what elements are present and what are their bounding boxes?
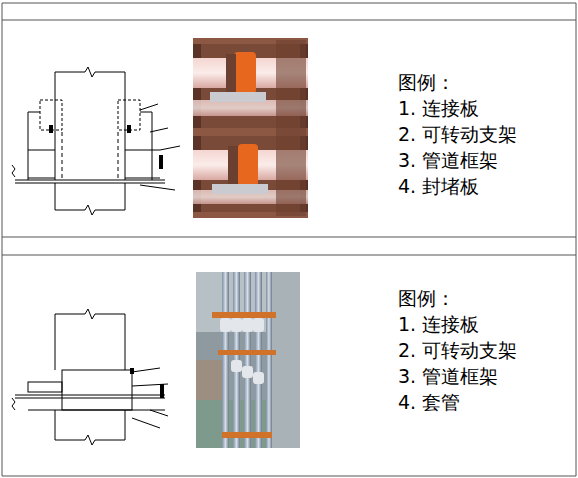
section-drawing: [12, 309, 168, 445]
legend-heading: 图例：: [398, 70, 455, 94]
legend-item: 1. 连接板: [398, 96, 479, 120]
legend-item: 2. 可转动支架: [398, 338, 517, 362]
panel-frame: [2, 3, 576, 476]
legend-item: 3. 管道框架: [398, 148, 498, 172]
legend-item: 4. 套管: [398, 390, 460, 414]
legend-item: 2. 可转动支架: [398, 122, 517, 146]
legend-item: 4. 封堵板: [398, 174, 479, 198]
bolt-symbol: [49, 125, 163, 169]
legend-item: 1. 连接板: [398, 312, 479, 336]
photo-frame-pipes: [193, 38, 308, 218]
photo-riser-pipes: [196, 272, 300, 448]
section-drawing: [12, 67, 180, 215]
bolt-symbol: [130, 368, 164, 398]
legend-heading: 图例：: [398, 286, 455, 310]
legend-item: 3. 管道框架: [398, 364, 498, 388]
